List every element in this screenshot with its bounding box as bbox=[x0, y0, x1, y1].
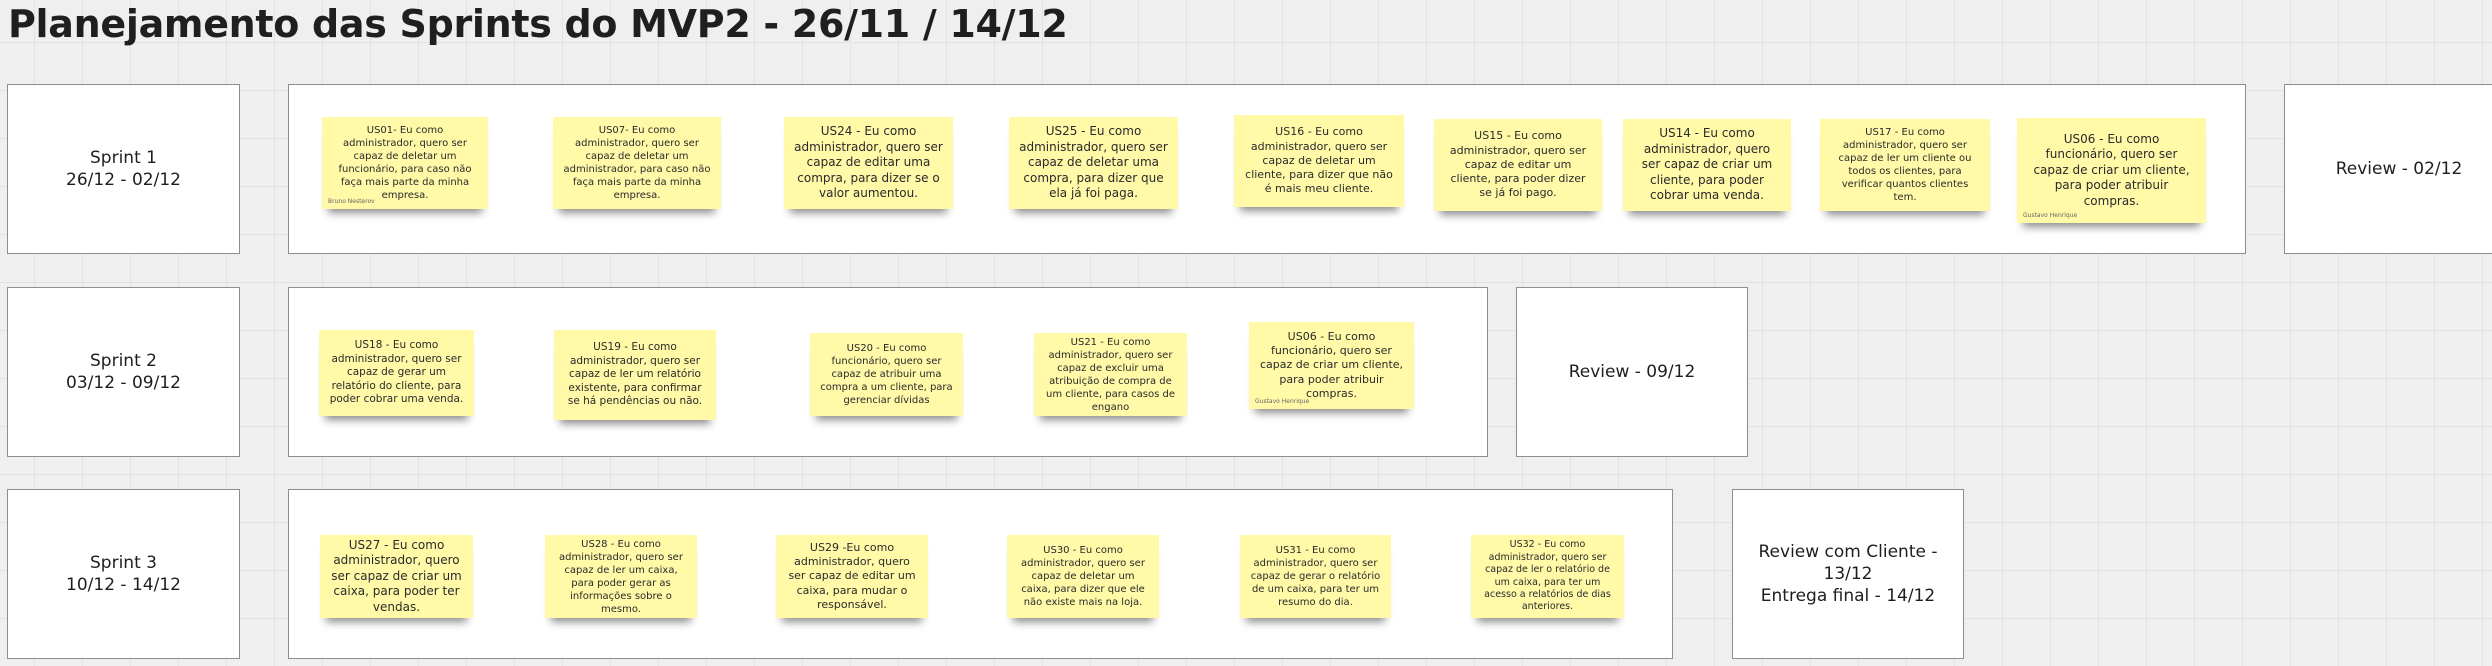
sticky-text: US21 - Eu como administrador, quero ser … bbox=[1046, 336, 1175, 413]
sprint-3-lane[interactable] bbox=[288, 489, 1673, 659]
sticky-text: US19 - Eu como administrador, quero ser … bbox=[567, 340, 703, 408]
sticky-note-us20[interactable]: US20 - Eu como funcionário, quero ser ca… bbox=[810, 333, 963, 416]
sprint-3-final-delivery-label: Entrega final - 14/12 bbox=[1760, 586, 1936, 606]
sticky-note-us17[interactable]: US17 - Eu como administrador, quero ser … bbox=[1820, 119, 1990, 211]
sticky-note-us31[interactable]: US31 - Eu como administrador, quero ser … bbox=[1240, 535, 1391, 618]
sprint-1-dates: 26/12 - 02/12 bbox=[66, 170, 181, 190]
sticky-text: US24 - Eu como administrador, quero ser … bbox=[794, 124, 943, 201]
sprint-1-name: Sprint 1 bbox=[90, 148, 157, 168]
sticky-text: US30 - Eu como administrador, quero ser … bbox=[1021, 545, 1145, 608]
sprint-3-frame[interactable]: Sprint 3 10/12 - 14/12 bbox=[7, 489, 240, 659]
sticky-text: US06 - Eu como funcionário, quero ser ca… bbox=[2033, 131, 2190, 208]
sticky-note-us30[interactable]: US30 - Eu como administrador, quero ser … bbox=[1007, 535, 1159, 618]
sticky-text: US01- Eu como administrador, quero ser c… bbox=[338, 125, 472, 201]
sticky-note-us32[interactable]: US32 - Eu como administrador, quero ser … bbox=[1471, 535, 1624, 618]
sticky-note-us25[interactable]: US25 - Eu como administrador, quero ser … bbox=[1009, 117, 1178, 209]
sprint-1-review-label: Review - 02/12 bbox=[2335, 159, 2463, 179]
sticky-text: US17 - Eu como administrador, quero ser … bbox=[1838, 127, 1972, 203]
sprint-2-review-label: Review - 09/12 bbox=[1568, 362, 1696, 382]
sprint-2-dates: 03/12 - 09/12 bbox=[66, 373, 181, 393]
sticky-author: Gustavo Henrique bbox=[1255, 398, 1310, 405]
sprint-3-dates: 10/12 - 14/12 bbox=[66, 575, 181, 595]
sticky-note-us01[interactable]: US01- Eu como administrador, quero ser c… bbox=[322, 117, 488, 209]
sticky-text: US25 - Eu como administrador, quero ser … bbox=[1019, 124, 1168, 201]
sticky-note-us29[interactable]: US29 -Eu como administrador, quero ser c… bbox=[776, 535, 928, 618]
sticky-text: US15 - Eu como administrador, quero ser … bbox=[1449, 129, 1587, 200]
sticky-note-us19[interactable]: US19 - Eu como administrador, quero ser … bbox=[554, 330, 716, 420]
board-title: Planejamento das Sprints do MVP2 - 26/11… bbox=[8, 2, 1068, 46]
sticky-text: US29 -Eu como administrador, quero ser c… bbox=[788, 540, 916, 611]
sticky-note-us21[interactable]: US21 - Eu como administrador, quero ser … bbox=[1034, 333, 1187, 416]
sprint-2-name: Sprint 2 bbox=[90, 351, 157, 371]
sprint-1-review-frame[interactable]: Review - 02/12 bbox=[2284, 84, 2492, 254]
sticky-author: Gustavo Henrique bbox=[2023, 212, 2078, 219]
sticky-note-us16[interactable]: US16 - Eu como administrador, quero ser … bbox=[1234, 115, 1404, 207]
sprint-2-review-frame[interactable]: Review - 09/12 bbox=[1516, 287, 1748, 457]
sticky-note-us24[interactable]: US24 - Eu como administrador, quero ser … bbox=[784, 117, 953, 209]
sticky-text: US06 - Eu como funcionário, quero ser ca… bbox=[1259, 329, 1404, 400]
sprint-2-frame[interactable]: Sprint 2 03/12 - 09/12 bbox=[7, 287, 240, 457]
sticky-note-us27[interactable]: US27 - Eu como administrador, quero ser … bbox=[320, 535, 473, 618]
sticky-text: US32 - Eu como administrador, quero ser … bbox=[1484, 539, 1611, 613]
sticky-note-us15[interactable]: US15 - Eu como administrador, quero ser … bbox=[1434, 119, 1602, 211]
sticky-text: US14 - Eu como administrador, quero ser … bbox=[1641, 126, 1773, 203]
sprint-3-name: Sprint 3 bbox=[90, 553, 157, 573]
sticky-text: US31 - Eu como administrador, quero ser … bbox=[1250, 545, 1381, 608]
sticky-note-us07[interactable]: US07- Eu como administrador, quero ser c… bbox=[553, 117, 721, 209]
sticky-note-us06-sprint2[interactable]: US06 - Eu como funcionário, quero ser ca… bbox=[1249, 322, 1414, 409]
sticky-text: US07- Eu como administrador, quero ser c… bbox=[563, 125, 711, 201]
sticky-author: Bruno Nesterov bbox=[328, 198, 375, 205]
sticky-text: US18 - Eu como administrador, quero ser … bbox=[329, 338, 464, 406]
sticky-note-us06-sprint1[interactable]: US06 - Eu como funcionário, quero ser ca… bbox=[2017, 118, 2206, 223]
sticky-text: US28 - Eu como administrador, quero ser … bbox=[559, 538, 683, 615]
sticky-text: US20 - Eu como funcionário, quero ser ca… bbox=[820, 343, 953, 406]
sprint-3-review-label: Review com Cliente - 13/12 bbox=[1758, 542, 1938, 584]
sticky-note-us14[interactable]: US14 - Eu como administrador, quero ser … bbox=[1623, 119, 1791, 211]
sticky-text: US16 - Eu como administrador, quero ser … bbox=[1245, 125, 1393, 196]
sticky-text: US27 - Eu como administrador, quero ser … bbox=[331, 537, 462, 614]
sprint-3-review-frame[interactable]: Review com Cliente - 13/12 Entrega final… bbox=[1732, 489, 1964, 659]
sticky-note-us18[interactable]: US18 - Eu como administrador, quero ser … bbox=[319, 330, 474, 416]
sticky-note-us28[interactable]: US28 - Eu como administrador, quero ser … bbox=[545, 535, 697, 618]
sprint-1-frame[interactable]: Sprint 1 26/12 - 02/12 bbox=[7, 84, 240, 254]
